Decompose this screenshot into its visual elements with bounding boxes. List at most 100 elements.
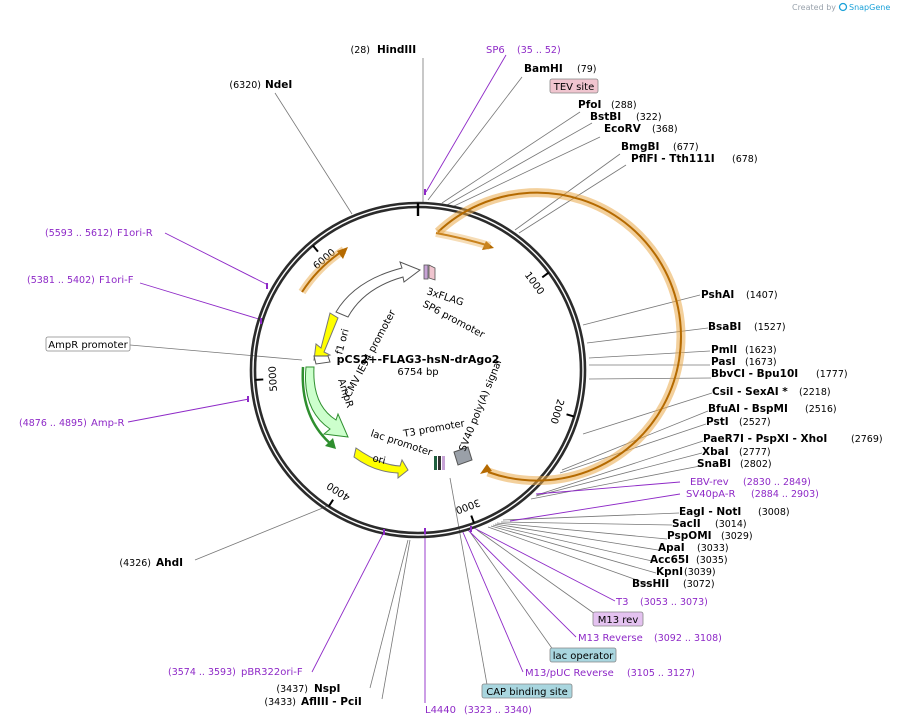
tick-mark bbox=[312, 244, 319, 253]
tev-box bbox=[428, 264, 436, 281]
sv40pa-r-range: (2884 .. 2903) bbox=[751, 489, 819, 500]
ecorv-name[interactable]: EcoRV bbox=[604, 123, 642, 135]
bsabi-pos: (1527) bbox=[754, 322, 786, 333]
snapgene-logo-icon bbox=[838, 2, 848, 12]
label-ori: ori bbox=[371, 453, 386, 467]
pshai-name[interactable]: PshAI bbox=[701, 289, 734, 301]
amp-r-range: (4876 .. 4895) bbox=[19, 418, 87, 429]
bmgbi-name[interactable]: BmgBI bbox=[621, 141, 659, 153]
ampr-promoter-box[interactable] bbox=[45, 336, 131, 352]
psti-name[interactable]: PstI bbox=[706, 416, 729, 428]
l4440-name[interactable]: L4440 bbox=[425, 705, 456, 716]
lac-operator-box[interactable] bbox=[549, 647, 617, 663]
label-f1-ori: f1 ori bbox=[334, 328, 351, 356]
bfuai-name[interactable]: BfuAI - BspMI bbox=[708, 403, 788, 415]
snabi-name[interactable]: SnaBI bbox=[697, 458, 731, 470]
boxed-feature-labels: TEV site M13 rev lac operator CAP bindin… bbox=[45, 78, 644, 699]
ebv-rev-name[interactable]: EBV-rev bbox=[690, 477, 729, 488]
pspomi-pos: (3029) bbox=[721, 531, 753, 542]
m13puc-reverse-range: (3105 .. 3127) bbox=[627, 668, 695, 679]
pmli-name[interactable]: PmlI bbox=[711, 344, 737, 356]
cap-binding-site-label: CAP binding site bbox=[486, 687, 568, 698]
kpni-name[interactable]: KpnI bbox=[656, 566, 683, 578]
primer-lines bbox=[127, 54, 681, 703]
xbai-name[interactable]: XbaI bbox=[702, 446, 729, 458]
ampr-promoter-label: AmpR promoter bbox=[48, 340, 128, 351]
sacii-name[interactable]: SacII bbox=[672, 518, 701, 530]
amp-r-name[interactable]: Amp-R bbox=[91, 418, 125, 429]
pbr322ori-f-name[interactable]: pBR322ori-F bbox=[241, 667, 303, 678]
nspi-name[interactable]: NspI bbox=[314, 683, 340, 695]
ndei-pos: (6320) bbox=[229, 80, 261, 91]
kpni-pos: (3039) bbox=[684, 567, 716, 578]
acc65i-pos: (3035) bbox=[696, 555, 728, 566]
lac-feature-c bbox=[442, 456, 445, 470]
feature-arrows bbox=[298, 188, 686, 486]
plasmid-length: 6754 bp bbox=[397, 367, 438, 378]
flag-box bbox=[423, 264, 429, 280]
csii-name[interactable]: CsiI - SexAI * bbox=[712, 386, 788, 398]
eagi-name[interactable]: EagI - NotI bbox=[679, 506, 741, 518]
pspomi-name[interactable]: PspOMI bbox=[667, 530, 712, 542]
cap-binding-site-box[interactable] bbox=[481, 683, 573, 699]
afliii-pos: (3433) bbox=[264, 697, 296, 708]
m13puc-reverse-name[interactable]: M13/pUC Reverse bbox=[525, 668, 614, 679]
pasi-name[interactable]: PasI bbox=[711, 356, 736, 368]
afliii-name[interactable]: AflIII - PciI bbox=[301, 696, 362, 708]
center-title: pCS2+-FLAG3-hsN-drAgo2 6754 bp bbox=[337, 353, 500, 378]
primer-marks bbox=[247, 189, 472, 535]
bamhi-pos: (79) bbox=[577, 64, 597, 75]
nspi-pos: (3437) bbox=[276, 684, 308, 695]
pfoi-name[interactable]: PfoI bbox=[578, 99, 601, 111]
cds-arrow bbox=[437, 191, 682, 482]
snapgene-credit: Created by SnapGene bbox=[792, 2, 890, 12]
m13-reverse-range: (3092 .. 3108) bbox=[654, 633, 722, 644]
l4440-range: (3323 .. 3340) bbox=[464, 705, 532, 716]
lac-feature-b bbox=[438, 456, 441, 470]
bsabi-name[interactable]: BsaBI bbox=[708, 321, 741, 333]
bstbi-name[interactable]: BstBI bbox=[590, 111, 621, 123]
ori-arrow bbox=[353, 447, 409, 480]
eagi-pos: (3008) bbox=[758, 507, 790, 518]
tick-mark bbox=[470, 515, 475, 524]
apai-name[interactable]: ApaI bbox=[658, 542, 685, 554]
lac-feature-a bbox=[434, 456, 437, 470]
primer-labels: SP6 (35 .. 52) (5593 .. 5612) F1ori-R (5… bbox=[19, 45, 819, 716]
pbr322ori-f-range: (3574 .. 3593) bbox=[168, 667, 236, 678]
pshai-pos: (1407) bbox=[746, 290, 778, 301]
bbvci-name[interactable]: BbvCI - Bpu10I bbox=[711, 368, 798, 380]
ndei-name[interactable]: NdeI bbox=[265, 79, 292, 91]
ecorv-pos: (368) bbox=[652, 124, 678, 135]
snabi-pos: (2802) bbox=[740, 459, 772, 470]
apai-pos: (3033) bbox=[697, 543, 729, 554]
tev-site-box[interactable] bbox=[549, 78, 599, 94]
t3-primer-name[interactable]: T3 bbox=[615, 597, 628, 608]
ahdi-name[interactable]: AhdI bbox=[156, 557, 183, 569]
f1ori-r-name[interactable]: F1ori-R bbox=[117, 228, 153, 239]
bfuai-pos: (2516) bbox=[805, 404, 837, 415]
pflfi-pos: (678) bbox=[732, 154, 758, 165]
t3-primer-range: (3053 .. 3073) bbox=[640, 597, 708, 608]
acc65i-name[interactable]: Acc65I bbox=[650, 554, 689, 566]
pflfi-name[interactable]: PflFI - Tth111I bbox=[631, 153, 715, 165]
m13-reverse-name[interactable]: M13 Reverse bbox=[578, 633, 643, 644]
tick-label: 2000 bbox=[548, 398, 566, 426]
polya-box bbox=[453, 446, 473, 466]
sacii-pos: (3014) bbox=[715, 519, 747, 530]
bsshii-name[interactable]: BssHII bbox=[632, 578, 669, 590]
sp6-primer-name[interactable]: SP6 bbox=[486, 45, 505, 56]
f1ori-f-name[interactable]: F1ori-F bbox=[99, 275, 134, 286]
tick-label: 5000 bbox=[268, 366, 281, 392]
pfoi-pos: (288) bbox=[611, 100, 637, 111]
tick-mark bbox=[566, 413, 575, 418]
tick-mark bbox=[327, 499, 334, 507]
paer7i-name[interactable]: PaeR7I - PspXI - XhoI bbox=[703, 433, 827, 445]
bamhi-name[interactable]: BamHI bbox=[524, 63, 563, 75]
m13-rev-box[interactable] bbox=[592, 611, 644, 627]
label-t3-promoter: T3 promoter bbox=[402, 418, 467, 440]
leader-lines bbox=[129, 58, 713, 700]
ampr-arrow bbox=[305, 366, 349, 438]
hindiii-name[interactable]: HindIII bbox=[377, 44, 416, 56]
sv40pa-r-name[interactable]: SV40pA-R bbox=[686, 489, 735, 500]
csii-pos: (2218) bbox=[799, 387, 831, 398]
